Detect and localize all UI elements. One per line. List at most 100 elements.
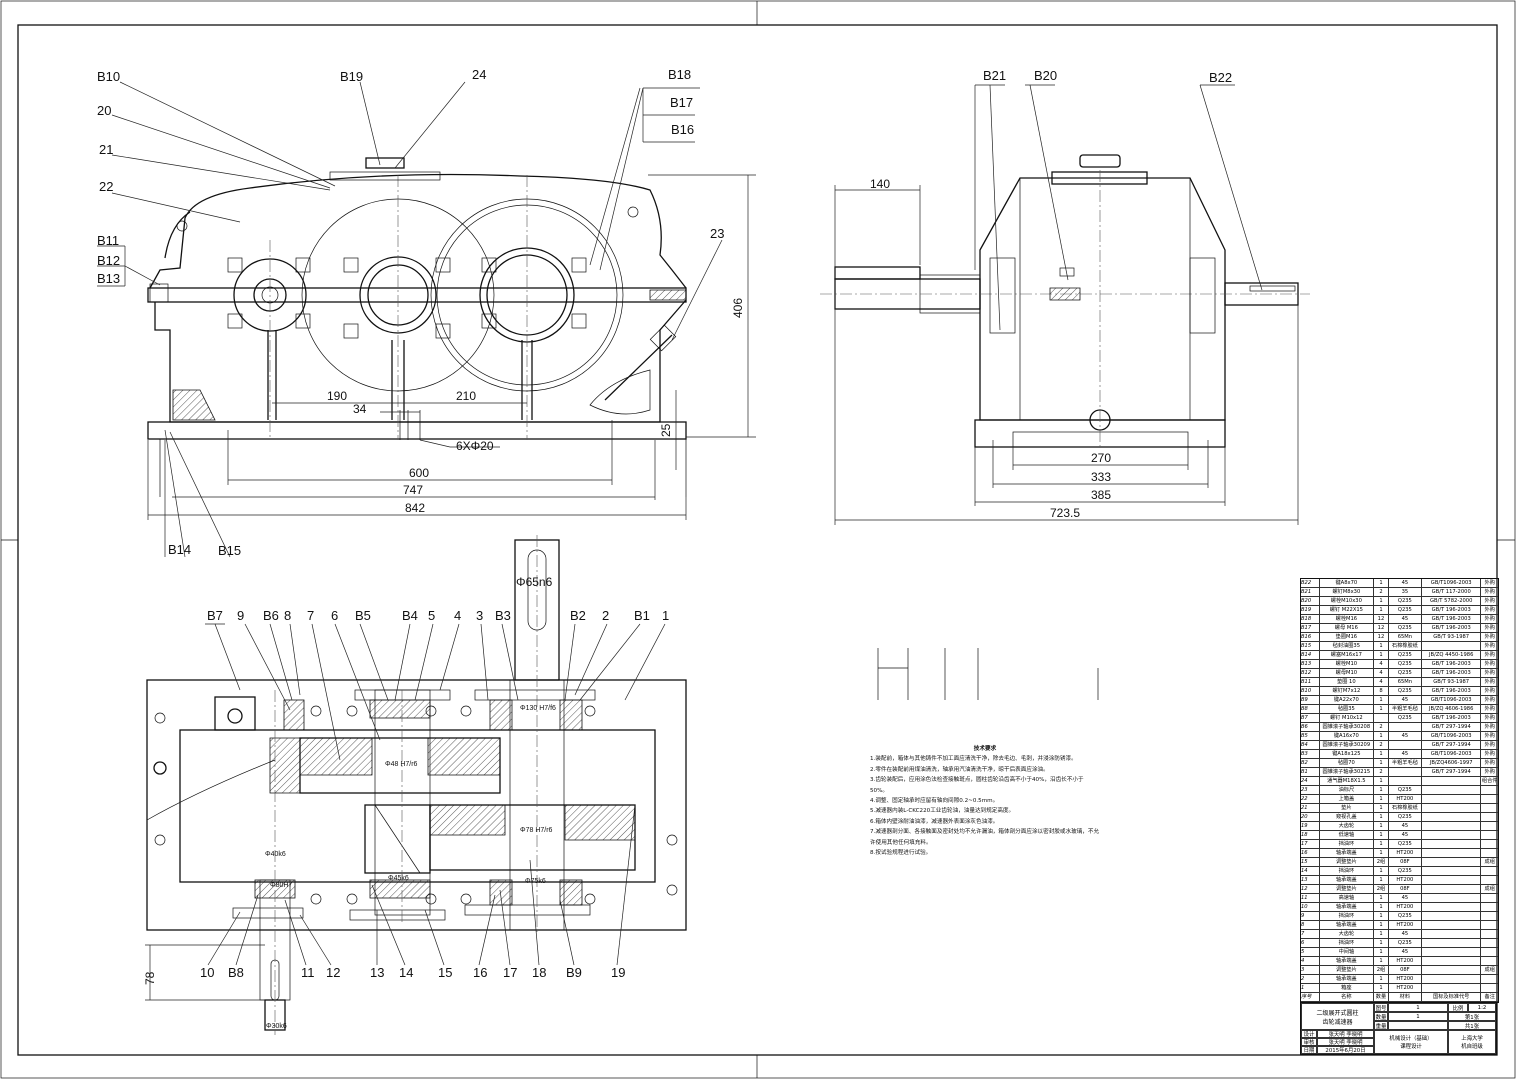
cell-国标及标准代号: GB/T 196-2003 (1422, 615, 1482, 623)
cell-国标及标准代号 (1422, 885, 1482, 893)
cell-数量: 2组 (1374, 885, 1389, 893)
cell-国标及标准代号 (1422, 948, 1482, 956)
top-view-leaders (145, 623, 666, 1001)
cell-数量: 1 (1374, 579, 1389, 587)
cell-名称: 键A18x125 (1320, 750, 1375, 758)
cell-数量: 2 (1374, 768, 1389, 776)
cell-材料: Q235 (1389, 651, 1422, 659)
checker-label: 审核 (1301, 1038, 1317, 1046)
cell-名称: 螺钉M8x30 (1320, 588, 1375, 596)
date-label: 日期 (1301, 1046, 1317, 1054)
tech-requirement-item: 3.齿轮装配后，应用涂色法检查接触斑点，圆柱齿轮沿齿高不小于40%，沿齿长不小于… (870, 777, 1084, 794)
cell-备注 (1481, 786, 1498, 794)
designer-label: 设计 (1301, 1030, 1317, 1038)
cell-国标及标准代号: JB/ZQ4606-1997 (1422, 759, 1482, 767)
cell-数量: 1 (1374, 651, 1389, 659)
cell-国标及标准代号: GB/T1096-2003 (1422, 696, 1482, 704)
cell-国标及标准代号 (1422, 966, 1482, 974)
part-label: 4 (454, 608, 461, 623)
title-block: 二级展开式圆柱齿轮减速器 图号 1 比例 1:2 数量 1 第1张 重量 共1张… (1300, 1003, 1497, 1055)
cell-材料: HT200 (1389, 903, 1422, 911)
cell-序号: B17 (1301, 624, 1320, 632)
cell-名称: 圆锥滚子轴承30208 (1320, 723, 1375, 731)
fit-label: Φ75k6 (525, 878, 546, 885)
cell-国标及标准代号: GB/T 297-1994 (1422, 741, 1482, 749)
cell-数量: 2组 (1374, 858, 1389, 866)
date: 2015年6月20日 (1317, 1046, 1374, 1054)
cell-名称: 调整垫片 (1320, 858, 1375, 866)
cell-名称: 调整垫片 (1320, 885, 1375, 893)
label-B22: B22 (1209, 70, 1232, 85)
part-label: 15 (438, 965, 452, 980)
detail-marks (877, 648, 1099, 700)
cell-备注: 成组 (1484, 859, 1495, 865)
label-23: 23 (710, 226, 724, 241)
part-label: B5 (355, 608, 371, 623)
cell-数量: 1 (1374, 921, 1389, 929)
cell-数量: 1 (1374, 750, 1389, 758)
cell-数量: 1 (1374, 732, 1389, 740)
cell-备注 (1481, 984, 1498, 992)
cell-名称: 圆锥滚子轴承30209 (1320, 741, 1375, 749)
cell-名称: 挡油环 (1320, 939, 1375, 947)
cell-材料: 45 (1389, 822, 1422, 830)
cell-国标及标准代号 (1422, 984, 1482, 992)
cell-序号: B21 (1301, 588, 1320, 596)
cell-材料: 45 (1389, 894, 1422, 902)
cell-备注: 外购 (1484, 607, 1495, 613)
cell-序号: 6 (1301, 939, 1320, 947)
part-label: 7 (307, 608, 314, 623)
cell-序号: B1 (1301, 768, 1320, 776)
cell-材料: 45 (1389, 750, 1422, 758)
dim-210: 210 (456, 389, 476, 403)
cell-数量: 2 (1374, 588, 1389, 596)
cell-国标及标准代号 (1422, 777, 1482, 785)
front-view-labels: B10 20 21 22 B19 24 B18 B17 B16 B11 B12 … (97, 67, 745, 558)
cell-备注: 外购 (1484, 580, 1495, 586)
cell-名称: 毡圈35 (1320, 705, 1375, 713)
cell-备注 (1481, 831, 1498, 839)
cell-材料: Q235 (1389, 687, 1422, 695)
cell-名称: 螺钉M7x12 (1320, 687, 1375, 695)
dim-output-shaft: Φ65n6 (516, 575, 553, 589)
count-value: 1 (1388, 1003, 1448, 1012)
cell-备注: 成组 (1484, 967, 1495, 973)
cell-名称: 键A22x70 (1320, 696, 1375, 704)
cell-数量: 1 (1374, 975, 1389, 983)
cell-备注 (1481, 894, 1498, 902)
cell-名称: 键A16x70 (1320, 732, 1375, 740)
dim-723-5: 723.5 (1050, 506, 1080, 520)
cell-备注 (1481, 804, 1498, 812)
cell-名称: 低速轴 (1320, 831, 1375, 839)
cell-备注 (1481, 876, 1498, 884)
cell-备注: 外购 (1484, 598, 1495, 604)
cell-材料: HT200 (1389, 849, 1422, 857)
cell-序号: 21 (1301, 804, 1320, 812)
cell-国标及标准代号 (1422, 921, 1482, 929)
cell-材料: 65Mn (1389, 678, 1422, 686)
cell-国标及标准代号 (1422, 822, 1482, 830)
cell-序号: B9 (1301, 696, 1320, 704)
cell-国标及标准代号 (1422, 930, 1482, 938)
cell-序号: B12 (1301, 669, 1320, 677)
cell-备注: 成组 (1484, 886, 1495, 892)
front-view-leaders (97, 81, 756, 558)
cell-序号: 12 (1301, 885, 1320, 893)
cell-备注 (1481, 912, 1498, 920)
cell-材料: Q235 (1389, 660, 1422, 668)
cell-数量: 1 (1374, 984, 1389, 992)
cell-序号: 9 (1301, 912, 1320, 920)
cell-国标及标准代号: JB/ZQ 4450-1986 (1422, 651, 1482, 659)
